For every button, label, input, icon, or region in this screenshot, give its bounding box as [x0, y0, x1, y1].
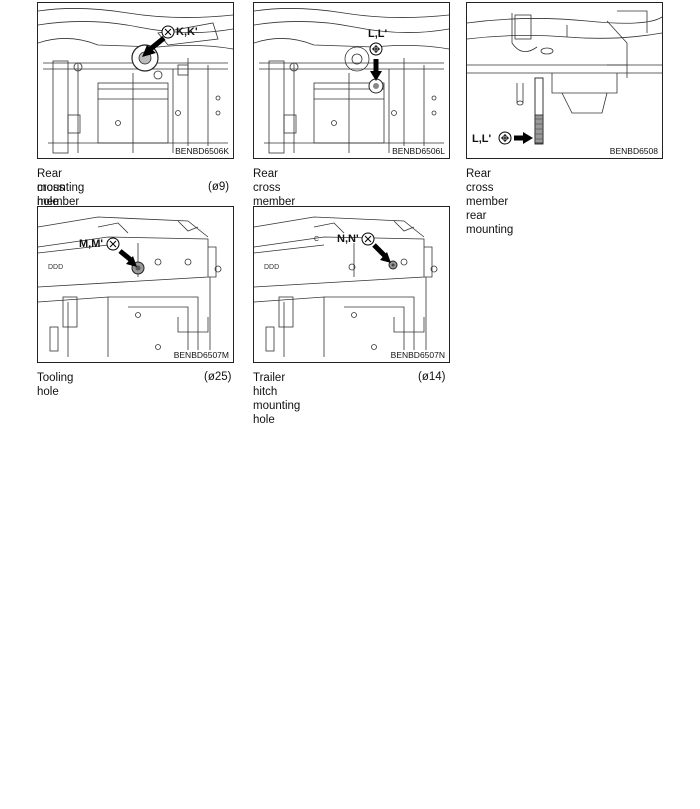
figure-4-illustration: DDD: [37, 206, 234, 363]
image-code: BENBD6506L: [391, 146, 446, 156]
image-code: BENBD6508: [608, 146, 659, 156]
svg-text:DDD: DDD: [264, 264, 279, 271]
hole-diameter: (ø14): [418, 371, 446, 383]
hole-symbol-icon: [161, 25, 175, 39]
pointer-arrow-icon: [514, 132, 533, 144]
hole-symbol-icon: [498, 131, 512, 145]
marker-label: L,L': [472, 133, 491, 145]
figure-5-illustration: DDD C: [253, 206, 450, 363]
hole-diameter: (ø9): [208, 181, 230, 193]
marker-label: M,M': [79, 238, 103, 250]
caption-line-1: Trailer hitch mounting hole: [253, 372, 301, 426]
figure-3-illustration: L,L' BENBD6508: [466, 2, 663, 159]
hole-diameter: (ø25): [204, 371, 232, 383]
mounting-hole-part: [368, 78, 384, 94]
underbody-drawing: K,K': [38, 8, 233, 154]
pointer-arrow-icon: [370, 59, 382, 81]
pointer-arrow-icon: [372, 243, 391, 263]
pointer-arrow-icon: [118, 249, 137, 267]
marker-label: K,K': [176, 26, 198, 38]
hole-symbol-icon: [361, 232, 375, 246]
frame-member-drawing: DDD C: [254, 216, 438, 357]
pointer-arrow-icon: [142, 36, 166, 57]
marker-label: N,N': [337, 233, 359, 245]
figure-2-illustration: L,L' BENBD6506L: [253, 2, 450, 159]
svg-text:C: C: [314, 236, 319, 243]
figure-1-illustration: K,K' BENBD6506K: [37, 2, 234, 159]
hole-symbol-icon: [369, 42, 383, 56]
caption-line-1: Rear cross member rear mounting: [466, 168, 514, 236]
marker-label: L,L': [368, 28, 387, 40]
svg-text:DDD: DDD: [48, 264, 63, 271]
underbody-side-drawing: L,L': [467, 10, 662, 145]
hole-symbol-icon: [106, 237, 120, 251]
underbody-drawing: L,L': [254, 8, 449, 154]
mounting-bolt-part: [534, 77, 544, 145]
frame-member-drawing: DDD: [38, 216, 222, 357]
image-code: BENBD6506K: [174, 146, 230, 156]
caption-line-2: mounting hole: [37, 182, 85, 208]
caption-line-1: Tooling hole: [37, 372, 74, 398]
image-code: BENBD6507M: [172, 350, 230, 360]
image-code: BENBD6507N: [389, 350, 446, 360]
